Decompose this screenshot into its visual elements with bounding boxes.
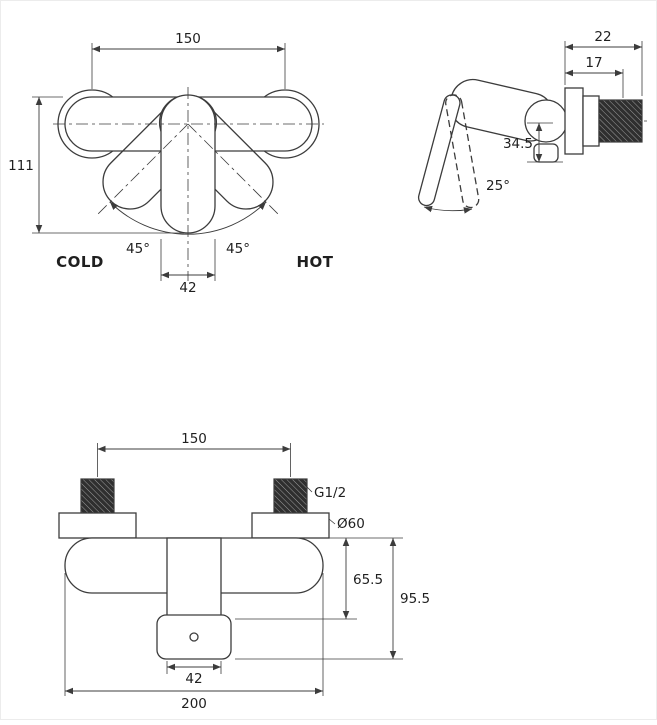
dim-42-install: 42 [185, 671, 202, 687]
dim-200: 200 [181, 696, 207, 712]
lever-open-position [445, 94, 480, 209]
side-view: 25° 22 17 34.5 [417, 29, 651, 214]
cartridge-column [166, 537, 222, 620]
diameter-60-label: Ø60 [337, 516, 365, 532]
front-view: 150 111 42 45° 45° COLD HOT [8, 31, 333, 296]
dim-111: 111 [8, 158, 34, 174]
hose-nut [533, 143, 559, 163]
dim-95-5: 95.5 [400, 591, 430, 607]
left-45-centerline [96, 123, 189, 216]
dim-42-front: 42 [179, 280, 196, 296]
lever-dashed-group [445, 94, 480, 209]
right-45-centerline [187, 123, 280, 216]
hot-label: HOT [296, 253, 333, 271]
dim-65-5: 65.5 [353, 572, 383, 588]
dim-150-front: 150 [175, 31, 201, 47]
wall-flange [564, 87, 584, 155]
thread-nipple [598, 99, 643, 143]
dim-22: 22 [594, 29, 611, 45]
handle-screw-hole [189, 632, 199, 642]
angle-45-left: 45° [126, 241, 150, 257]
swing-arc [109, 201, 267, 235]
angle-25: 25° [486, 178, 510, 194]
angle-45-right: 45° [226, 241, 250, 257]
cold-label: COLD [56, 253, 104, 271]
flange-spacer [582, 95, 600, 147]
handle-knob [156, 614, 232, 660]
lever-swing-arc [423, 205, 473, 214]
lever-rest-position [417, 94, 461, 207]
supply-connector-right [273, 478, 308, 514]
leader-line [306, 486, 313, 493]
dim-150-install: 150 [181, 431, 207, 447]
thread-g12-label: G1/2 [314, 485, 346, 501]
supply-connector-left [80, 478, 115, 514]
dim-17: 17 [585, 55, 602, 71]
dim-34-5: 34.5 [503, 136, 533, 152]
installation-view: 150 G1/2 Ø60 65.5 95.5 42 200 [58, 431, 430, 712]
escutcheon-left [58, 512, 137, 539]
leader-line [328, 518, 336, 525]
escutcheon-right [251, 512, 330, 539]
lever-solid-group [417, 94, 461, 207]
